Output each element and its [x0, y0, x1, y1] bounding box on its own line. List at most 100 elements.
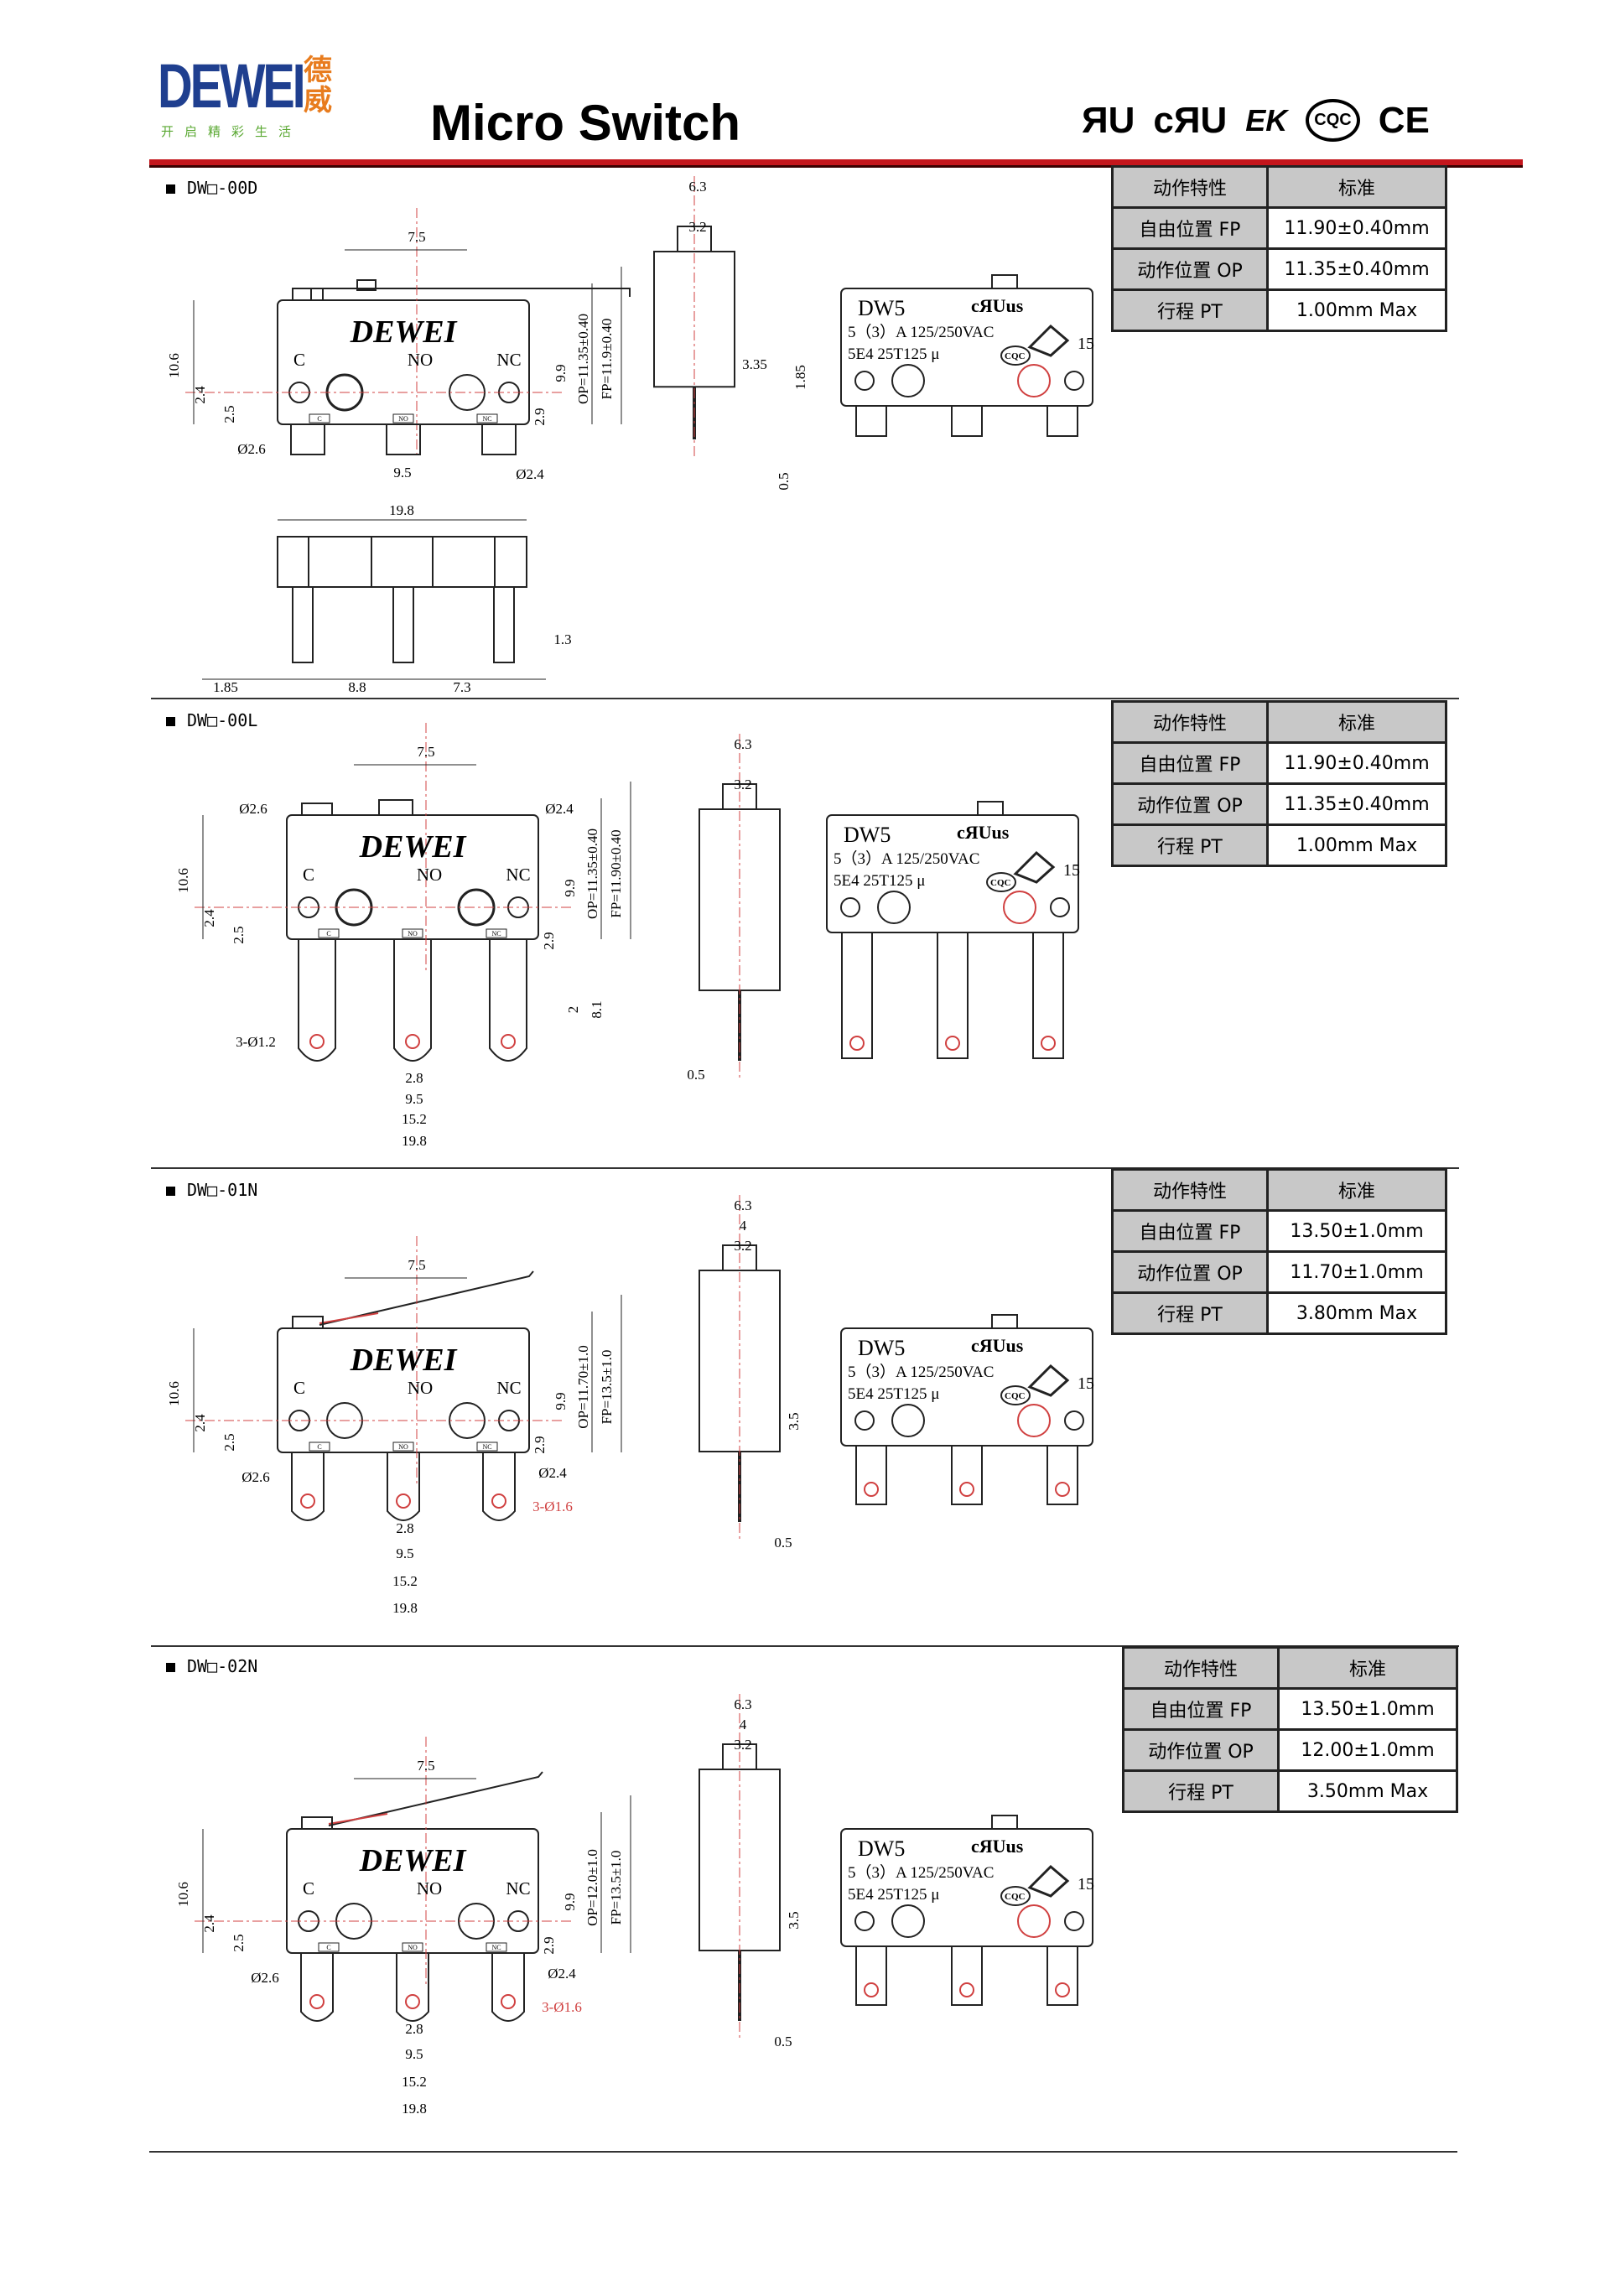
terminal-tag	[392, 1441, 414, 1452]
dimension-label: Ø2.4	[545, 801, 574, 817]
terminal-label-no: NO	[408, 1378, 433, 1398]
terminal-tag-label: C	[317, 415, 321, 423]
cqc-icon	[986, 872, 1016, 892]
hole	[891, 364, 925, 397]
label-cqc-mark: CQC	[1005, 1391, 1026, 1401]
terminal-hole	[849, 1036, 865, 1051]
terminal-tag-label: NC	[491, 1944, 501, 1951]
terminal-tag-label: NO	[408, 930, 418, 938]
label-model: DW5	[858, 296, 905, 320]
dimension-label: 4	[740, 1218, 747, 1234]
row-label: 动作位置 OP	[1111, 782, 1269, 826]
label-plunger	[991, 274, 1018, 289]
terminal-tag-label: NC	[491, 930, 501, 938]
lever-red-line	[328, 1813, 388, 1825]
dimension-label: 6.3	[734, 736, 751, 752]
label-view	[840, 1815, 1093, 2006]
header-characteristic: 动作特性	[1111, 700, 1269, 744]
dimension-label: 2.9	[532, 1436, 548, 1453]
body-notch	[292, 1316, 324, 1329]
side-plunger	[722, 783, 757, 810]
front-view	[185, 208, 631, 458]
hole	[1017, 1404, 1051, 1437]
dimension-label: 9.5	[405, 2046, 423, 2062]
bullet-icon	[166, 1663, 175, 1672]
enec-icon	[1013, 850, 1056, 884]
dimension-label: 3.35	[742, 356, 767, 372]
dimension-label: Ø2.6	[237, 441, 266, 457]
terminal	[386, 423, 421, 455]
dimension-label: 2.9	[541, 1936, 557, 1954]
dimension-label: 2.5	[231, 1934, 247, 1951]
side-plunger	[722, 1743, 757, 1770]
bottom-body	[277, 536, 527, 588]
dimension-label: 19.8	[402, 2101, 427, 2117]
label-ul-mark: cЯUus	[971, 1335, 1024, 1356]
lever	[310, 288, 631, 300]
hole	[854, 1911, 875, 1931]
hole	[1003, 891, 1036, 924]
row-label: 行程 PT	[1111, 288, 1269, 332]
terminal-label-nc: NC	[496, 350, 521, 370]
terminal	[1032, 932, 1064, 1059]
dimension-label: 15.2	[402, 1111, 427, 1127]
switch-body	[277, 1327, 530, 1453]
dimension-label: 0.5	[774, 1535, 792, 1551]
enec-icon	[1027, 324, 1070, 357]
side-view	[653, 176, 735, 456]
terminal-hole	[959, 1482, 974, 1497]
lever	[319, 1270, 534, 1326]
terminal	[1046, 1945, 1078, 2006]
hole	[854, 1410, 875, 1431]
dimension-label: 2.4	[192, 1414, 208, 1432]
bottom-terminal	[392, 587, 414, 663]
label-cqc-mark: CQC	[1005, 1892, 1026, 1902]
row-label: 行程 PT	[1111, 1291, 1269, 1335]
body-brand-text: DEWEI	[350, 314, 458, 350]
model-label: DW□-00L	[166, 710, 257, 730]
side-plunger	[677, 226, 712, 252]
label-ul-mark: cЯUus	[971, 295, 1024, 316]
row-value: 11.90±0.40mm	[1266, 741, 1447, 785]
dimension-label: 3-Ø1.6	[542, 1999, 582, 2015]
row-value: 1.00mm Max	[1266, 823, 1447, 867]
model-name: DW□-01N	[187, 1180, 258, 1200]
terminal-label-no: NO	[417, 865, 442, 885]
dimension-label: 10.6	[166, 1381, 182, 1406]
dimension-label: FP=13.5±1.0	[608, 1851, 624, 1925]
front-view	[195, 723, 631, 1062]
dimension-label: 6.3	[688, 179, 706, 195]
body-brand-text: DEWEI	[350, 1343, 458, 1378]
dimension-label: Ø2.4	[548, 1966, 576, 1982]
dimension-label: 1.85	[792, 365, 808, 390]
dimension-label: 4	[740, 1717, 747, 1732]
table-header-row: 动作特性标准	[1122, 1646, 1458, 1690]
dimension-label: OP=12.0±1.0	[584, 1849, 600, 1926]
dimension-label: 2.4	[192, 386, 208, 404]
switch-body	[286, 814, 539, 940]
ce-mark-icon: CE	[1378, 99, 1430, 141]
label-enec-number: 15	[1063, 861, 1080, 880]
terminal-hole	[396, 1493, 411, 1509]
terminal	[1046, 405, 1078, 437]
row-value: 1.00mm Max	[1266, 288, 1447, 332]
dimension-label: 3.2	[688, 219, 706, 235]
terminal-tag	[476, 413, 498, 423]
terminal-hole	[501, 1034, 516, 1049]
label-model: DW5	[844, 823, 891, 847]
cqc-icon	[1000, 1886, 1031, 1906]
terminal	[951, 405, 983, 437]
terminal-label-nc: NC	[496, 1378, 521, 1398]
enec-icon	[1027, 1364, 1070, 1397]
dimension-label: 9.9	[553, 364, 569, 382]
terminal	[1046, 1445, 1078, 1505]
